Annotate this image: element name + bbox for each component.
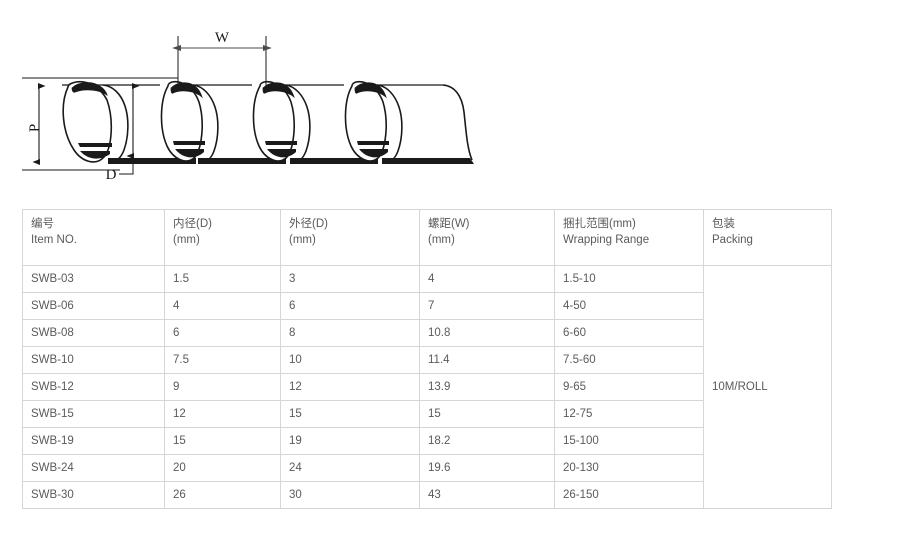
dimension-d: D — [106, 82, 140, 183]
cell-outer-diameter: 19 — [280, 427, 420, 455]
column-header-inner-diameter-cn: 内径(D) — [173, 218, 212, 230]
cell-pitch: 19.6 — [419, 454, 555, 482]
cell-outer-diameter: 10 — [280, 346, 420, 374]
column-header-pitch: 螺距(W) (mm) — [419, 209, 555, 266]
spiral-band-graphic — [62, 80, 474, 164]
cell-outer-diameter: 24 — [280, 454, 420, 482]
cell-item-no: SWB-08 — [22, 319, 165, 347]
cell-item-no: SWB-12 — [22, 373, 165, 401]
cell-wrapping-range: 7.5-60 — [554, 346, 704, 374]
column-header-outer-diameter: 外径(D) (mm) — [280, 209, 420, 266]
coil-turn-2 — [160, 80, 219, 163]
cell-wrapping-range: 9-65 — [554, 373, 704, 401]
cell-wrapping-range: 15-100 — [554, 427, 704, 455]
cell-pitch: 4 — [419, 265, 555, 293]
column-header-packing-cn: 包装 — [712, 218, 735, 230]
column-header-item-no-cn: 编号 — [31, 218, 54, 230]
column-header-item-no-en: Item NO. — [31, 233, 78, 246]
cell-wrapping-range: 1.5-10 — [554, 265, 704, 293]
cell-item-no: SWB-03 — [22, 265, 165, 293]
cell-outer-diameter: 12 — [280, 373, 420, 401]
coil-turn-4 — [344, 80, 403, 163]
label-p: P — [27, 124, 43, 132]
cell-outer-diameter: 3 — [280, 265, 420, 293]
cell-wrapping-range: 4-50 — [554, 292, 704, 320]
coil-turn-1 — [62, 80, 129, 163]
label-d: D — [106, 167, 117, 183]
specification-table: 编号 Item NO. 内径(D) (mm) 外径(D) (mm) 螺距(W) … — [22, 209, 832, 509]
cell-inner-diameter: 9 — [164, 373, 281, 401]
coil-turn-3 — [252, 80, 311, 163]
table-header: 编号 Item NO. 内径(D) (mm) 外径(D) (mm) 螺距(W) … — [22, 209, 832, 266]
dimension-w: W — [172, 30, 272, 88]
cell-pitch: 15 — [419, 400, 555, 428]
column-header-inner-diameter: 内径(D) (mm) — [164, 209, 281, 266]
cell-outer-diameter: 6 — [280, 292, 420, 320]
column-header-wrapping-range-en: Wrapping Range — [563, 233, 650, 246]
label-w: W — [215, 30, 230, 46]
cell-pitch: 43 — [419, 481, 555, 509]
cell-inner-diameter: 15 — [164, 427, 281, 455]
column-header-pitch-cn: 螺距(W) — [428, 218, 470, 230]
cell-pitch: 10.8 — [419, 319, 555, 347]
cell-pitch: 11.4 — [419, 346, 555, 374]
cell-wrapping-range: 20-130 — [554, 454, 704, 482]
cell-inner-diameter: 1.5 — [164, 265, 281, 293]
dimension-p: P — [22, 77, 178, 171]
cell-inner-diameter: 6 — [164, 319, 281, 347]
table-header-row: 编号 Item NO. 内径(D) (mm) 外径(D) (mm) 螺距(W) … — [22, 209, 832, 266]
column-header-inner-diameter-unit: (mm) — [173, 233, 200, 246]
column-header-item-no: 编号 Item NO. — [22, 209, 165, 266]
specification-table-container: 编号 Item NO. 内径(D) (mm) 外径(D) (mm) 螺距(W) … — [22, 209, 832, 509]
cell-item-no: SWB-10 — [22, 346, 165, 374]
cell-inner-diameter: 7.5 — [164, 346, 281, 374]
cell-item-no: SWB-15 — [22, 400, 165, 428]
cell-item-no: SWB-06 — [22, 292, 165, 320]
technical-drawing: P D W — [0, 0, 900, 195]
column-header-wrapping-range: 捆扎范围(mm) Wrapping Range — [554, 209, 704, 266]
column-header-wrapping-range-cn: 捆扎范围(mm) — [563, 218, 636, 230]
cell-inner-diameter: 4 — [164, 292, 281, 320]
cell-inner-diameter: 26 — [164, 481, 281, 509]
cell-outer-diameter: 30 — [280, 481, 420, 509]
cell-wrapping-range: 26-150 — [554, 481, 704, 509]
cell-inner-diameter: 20 — [164, 454, 281, 482]
cell-inner-diameter: 12 — [164, 400, 281, 428]
column-header-outer-diameter-cn: 外径(D) — [289, 218, 328, 230]
cell-wrapping-range: 12-75 — [554, 400, 704, 428]
cell-item-no: SWB-24 — [22, 454, 165, 482]
column-header-outer-diameter-unit: (mm) — [289, 233, 316, 246]
cell-outer-diameter: 8 — [280, 319, 420, 347]
cell-item-no: SWB-30 — [22, 481, 165, 509]
cell-item-no: SWB-19 — [22, 427, 165, 455]
cell-pitch: 13.9 — [419, 373, 555, 401]
cell-outer-diameter: 15 — [280, 400, 420, 428]
cell-pitch: 18.2 — [419, 427, 555, 455]
column-header-packing-en: Packing — [712, 233, 753, 246]
column-header-packing: 包装 Packing — [703, 209, 832, 266]
cell-pitch: 7 — [419, 292, 555, 320]
cell-packing: 10M/ROLL — [703, 265, 832, 509]
cell-wrapping-range: 6-60 — [554, 319, 704, 347]
column-header-pitch-unit: (mm) — [428, 233, 455, 246]
